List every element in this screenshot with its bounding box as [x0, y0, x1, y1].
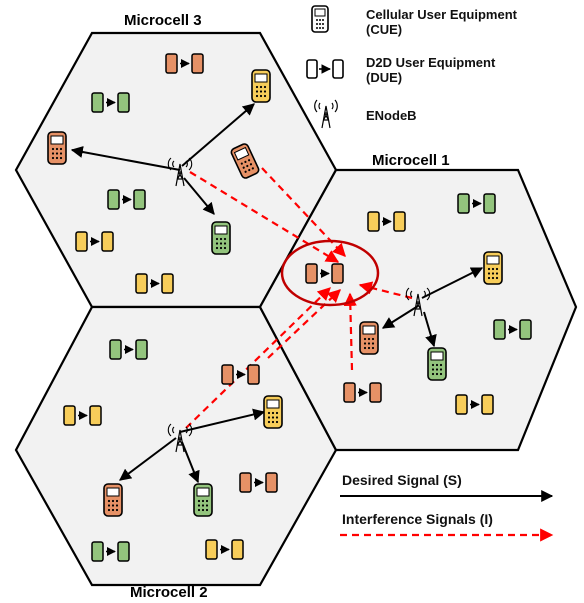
enodeb-tower [167, 423, 193, 453]
due-pair [91, 541, 130, 562]
due-pair [455, 394, 494, 415]
legend-enodeb-label: ENodeB [366, 108, 417, 123]
cue-device [263, 395, 283, 429]
due-pair [457, 193, 496, 214]
microcell-1-hexagon [258, 168, 578, 452]
due-pair [205, 539, 244, 560]
due-pair [63, 405, 102, 426]
due-pair [343, 382, 382, 403]
cue-device [103, 483, 123, 517]
legend-due-label-line2: (DUE) [366, 70, 403, 85]
enodeb-tower [167, 157, 193, 187]
desired-signals [70, 103, 484, 484]
legend-due-icon [306, 59, 344, 79]
microcell-1-title: Microcell 1 [372, 152, 450, 169]
legend-due-label-line1: D2D User Equipment [366, 55, 496, 70]
due-pair [135, 273, 174, 294]
cue-device [230, 143, 260, 179]
microcell-3-title: Microcell 3 [124, 12, 202, 29]
due-pair [109, 339, 148, 360]
desired-signal-label: Desired Signal (S) [342, 472, 462, 488]
legend-cue-label-line1: Cellular User Equipment [366, 7, 517, 22]
due-pair [107, 189, 146, 210]
legend-cue-icon [311, 5, 329, 33]
due-pair [305, 263, 344, 284]
due-pair [75, 231, 114, 252]
enodeb-towers [167, 157, 431, 453]
due-pair [91, 92, 130, 113]
interference-signals-label: Interference Signals (I) [342, 511, 493, 527]
legend-enodeb-icon [314, 99, 338, 129]
due-pair [221, 364, 260, 385]
cue-device [193, 483, 213, 517]
due-pairs [63, 53, 532, 562]
due-pair [493, 319, 532, 340]
cue-device [359, 321, 379, 355]
cue-device [251, 69, 271, 103]
due-pair [239, 472, 278, 493]
due-pair [165, 53, 204, 74]
microcell-2-title: Microcell 2 [130, 584, 208, 601]
victim-due-circle [280, 239, 380, 307]
due-pair [367, 211, 406, 232]
cue-device [211, 221, 231, 255]
cue-device [483, 251, 503, 285]
cue-device [427, 347, 447, 381]
enodeb-tower [405, 287, 431, 317]
cue-device [47, 131, 67, 165]
cue-devices [47, 69, 503, 517]
legend-cue-label-line2: (CUE) [366, 22, 403, 37]
